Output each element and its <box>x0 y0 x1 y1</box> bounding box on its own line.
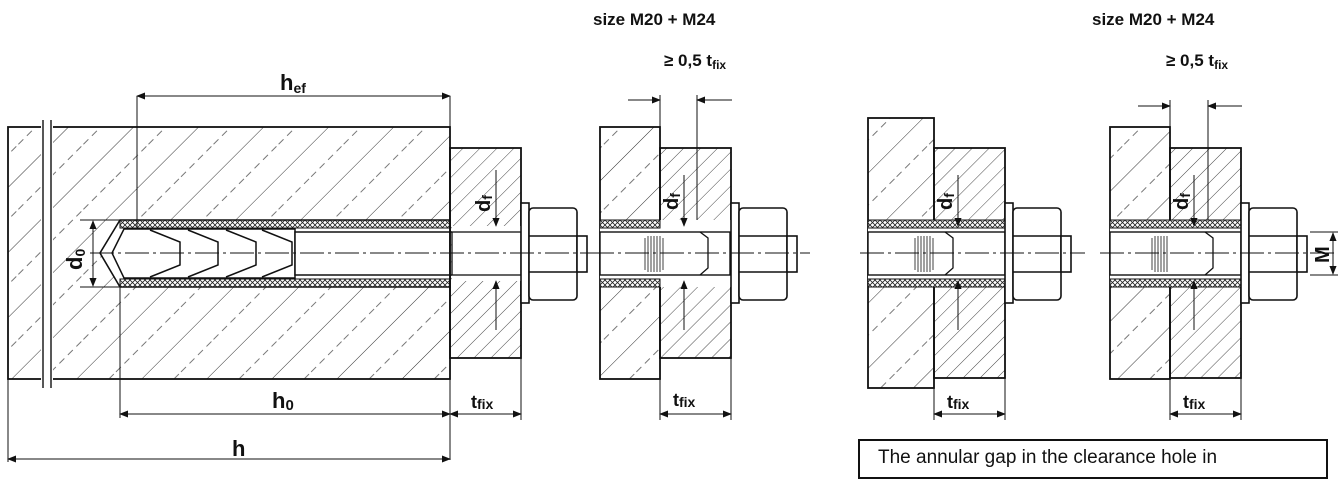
df-label-4: df <box>1171 193 1193 210</box>
h0-label: h0 <box>272 388 294 414</box>
gap-label-left: ≥ 0,5 tfix <box>664 51 726 72</box>
tfix-label-4: tfix <box>1183 392 1206 412</box>
detail-sleeve-variant: df tfix <box>860 117 1085 420</box>
anchor-installation-drawing: hef h0 h tfix d0 df <box>7 10 1338 463</box>
note-box: The annular gap in the clearance hole in <box>858 439 1328 479</box>
detail-sleeve-gap-variant: size M20 + M24 ≥ 0,5 tfix df tfix M <box>1092 10 1338 420</box>
h-label: h <box>232 436 245 461</box>
df-label: df <box>473 195 495 212</box>
tfix-label: tfix <box>471 392 494 412</box>
hef-label: hef <box>280 70 306 96</box>
df-label-2: df <box>661 193 683 210</box>
main-assembly: hef h0 h tfix d0 df <box>7 70 600 463</box>
size-label-left: size M20 + M24 <box>593 10 716 29</box>
df-label-3: df <box>935 193 957 210</box>
gap-label-right: ≥ 0,5 tfix <box>1166 51 1228 72</box>
m-label: M <box>1312 246 1334 263</box>
note-text: The annular gap in the clearance hole in <box>878 447 1218 468</box>
size-label-right: size M20 + M24 <box>1092 10 1215 29</box>
detail-gap-variant: size M20 + M24 ≥ 0,5 tfix df tfix <box>590 10 810 420</box>
tfix-label-3: tfix <box>947 392 970 412</box>
tfix-label-2: tfix <box>673 390 696 410</box>
d0-label: d0 <box>62 249 88 270</box>
